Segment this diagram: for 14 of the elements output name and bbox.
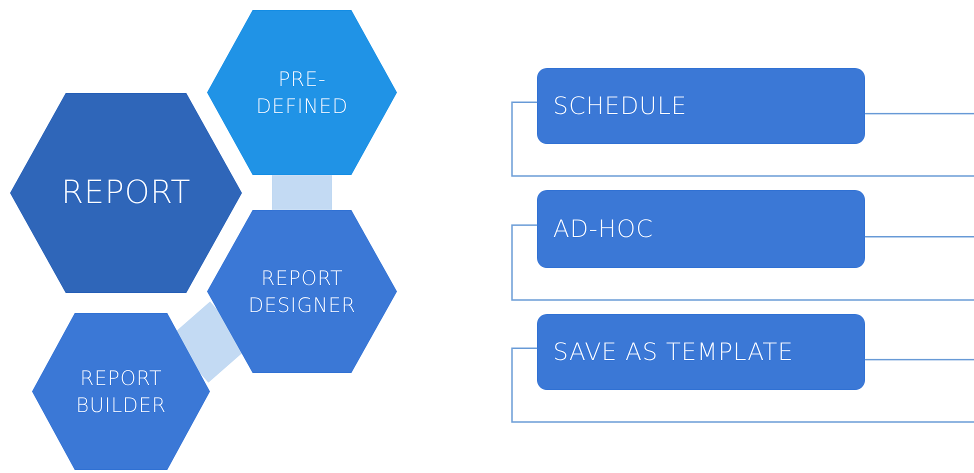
hexagon-shape bbox=[207, 210, 397, 373]
hexagon-shape bbox=[32, 313, 210, 470]
node-label: REPORT DESIGNER bbox=[247, 264, 357, 318]
node-label: REPORT BUILDER bbox=[74, 364, 168, 418]
option-box bbox=[537, 68, 865, 144]
node-label: SAVE AS TEMPLATE bbox=[553, 338, 794, 366]
node-label: SCHEDULE bbox=[553, 92, 687, 120]
hexagon-shape bbox=[10, 93, 242, 293]
node-label: AD-HOC bbox=[553, 215, 654, 243]
option-box bbox=[537, 314, 865, 390]
node-label: PRE-DEFINED bbox=[255, 66, 349, 120]
hexagon-shape bbox=[207, 10, 397, 175]
node-label: REPORT bbox=[60, 172, 192, 214]
option-box bbox=[537, 190, 865, 268]
